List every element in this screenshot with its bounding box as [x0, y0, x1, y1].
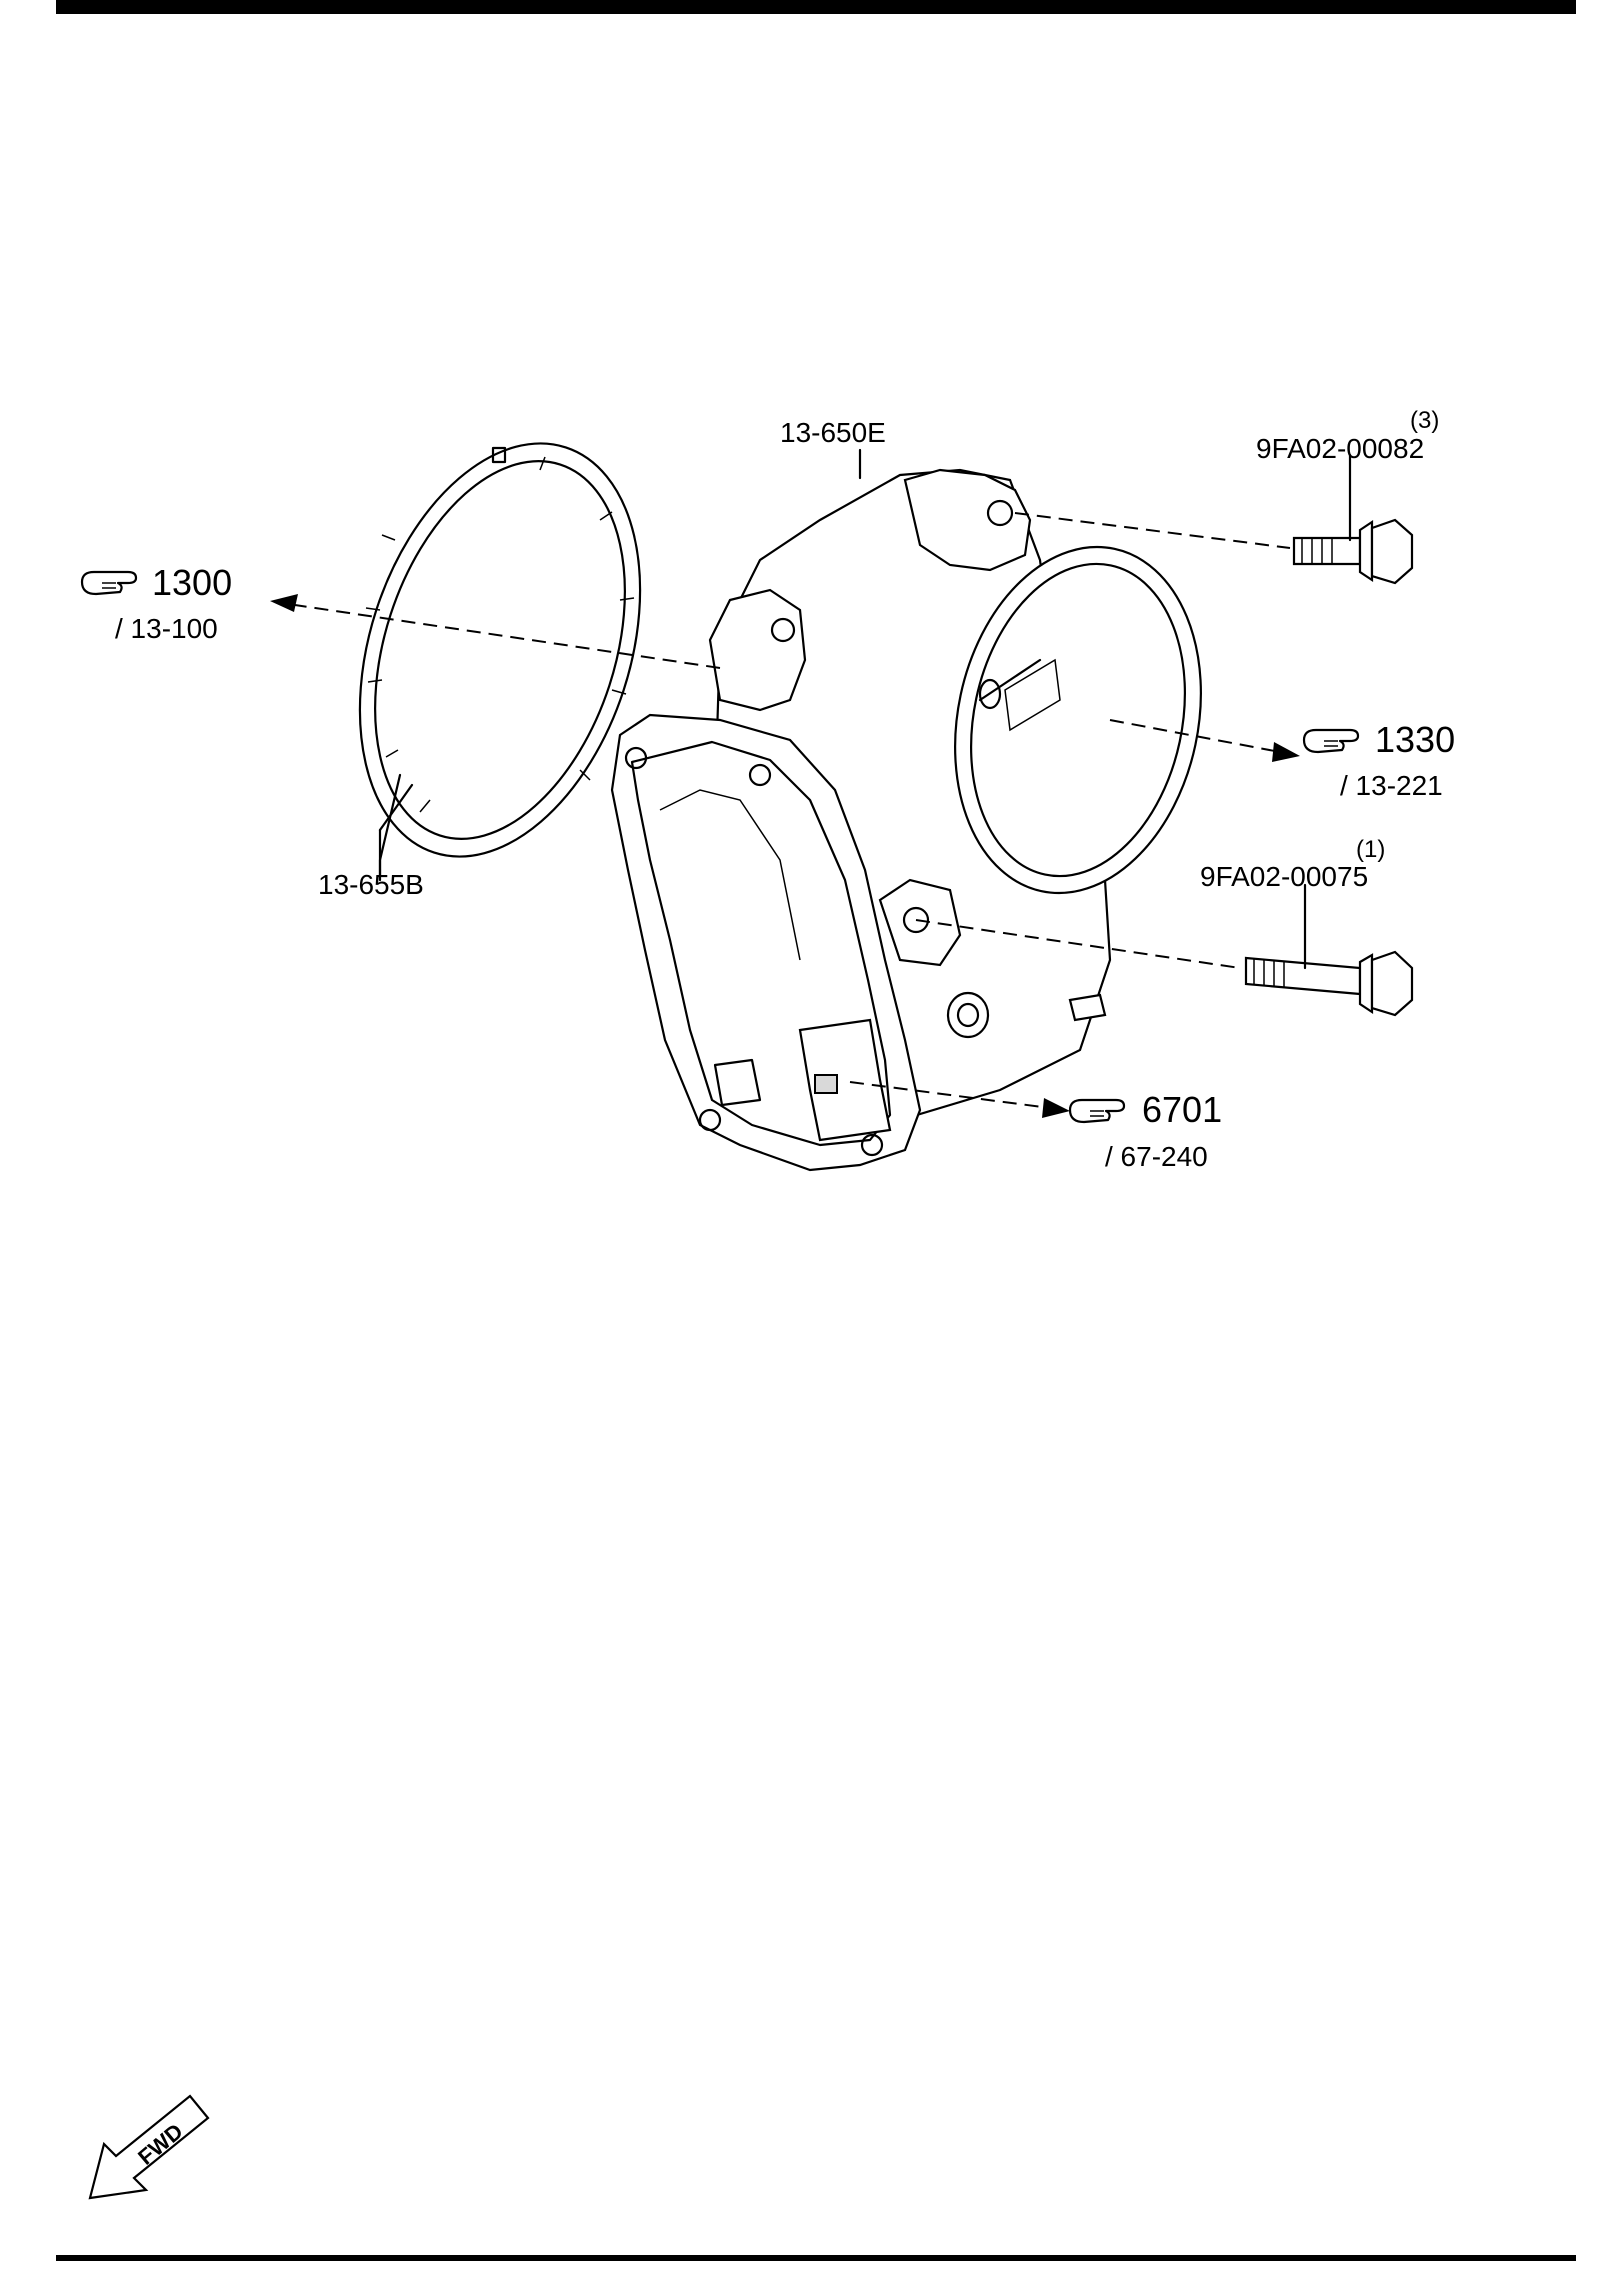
part-label-bolt-lower[interactable]: 9FA02-00075 — [1200, 861, 1368, 892]
ref-number: 1330 — [1375, 719, 1455, 760]
leader-gasket — [378, 773, 402, 872]
throttle-body-illustration — [610, 468, 1202, 1172]
bolt-lower-qty: (1) — [1356, 836, 1385, 863]
fwd-arrow-icon: FWD — [88, 2094, 210, 2200]
ref-number: 6701 — [1142, 1089, 1222, 1130]
reference-callout-6701[interactable]: 6701 / 67-240 — [1068, 1089, 1222, 1172]
gasket-ring-illustration — [358, 442, 642, 858]
ref-sub: / 13-221 — [1340, 770, 1443, 801]
reference-callout-1330[interactable]: 1330 / 13-221 — [1302, 719, 1455, 801]
bottom-border-rule — [56, 2255, 1576, 2261]
top-border-rule — [56, 0, 1576, 14]
part-label-gasket[interactable]: 13-655B — [318, 869, 424, 900]
leader-lines — [378, 448, 1352, 970]
pointing-hand-icon — [80, 570, 138, 596]
bolt-upper-illustration — [1292, 518, 1414, 585]
pointing-hand-icon — [1068, 1098, 1126, 1124]
reference-callout-1300[interactable]: 1300 / 13-100 — [80, 562, 232, 644]
ref-number: 1300 — [152, 562, 232, 603]
bolt-lower-illustration — [1244, 950, 1414, 1017]
ref-sub: / 67-240 — [1105, 1141, 1208, 1172]
ref-sub: / 13-100 — [115, 613, 218, 644]
bolt-upper-qty: (3) — [1410, 407, 1439, 434]
dashed-reference-lines — [294, 512, 1291, 1109]
pointing-hand-icon — [1302, 728, 1360, 754]
reference-arrowheads — [270, 594, 1300, 1118]
part-label-throttle-body[interactable]: 13-650E — [780, 417, 886, 448]
part-label-bolt-upper[interactable]: 9FA02-00082 — [1256, 433, 1424, 464]
